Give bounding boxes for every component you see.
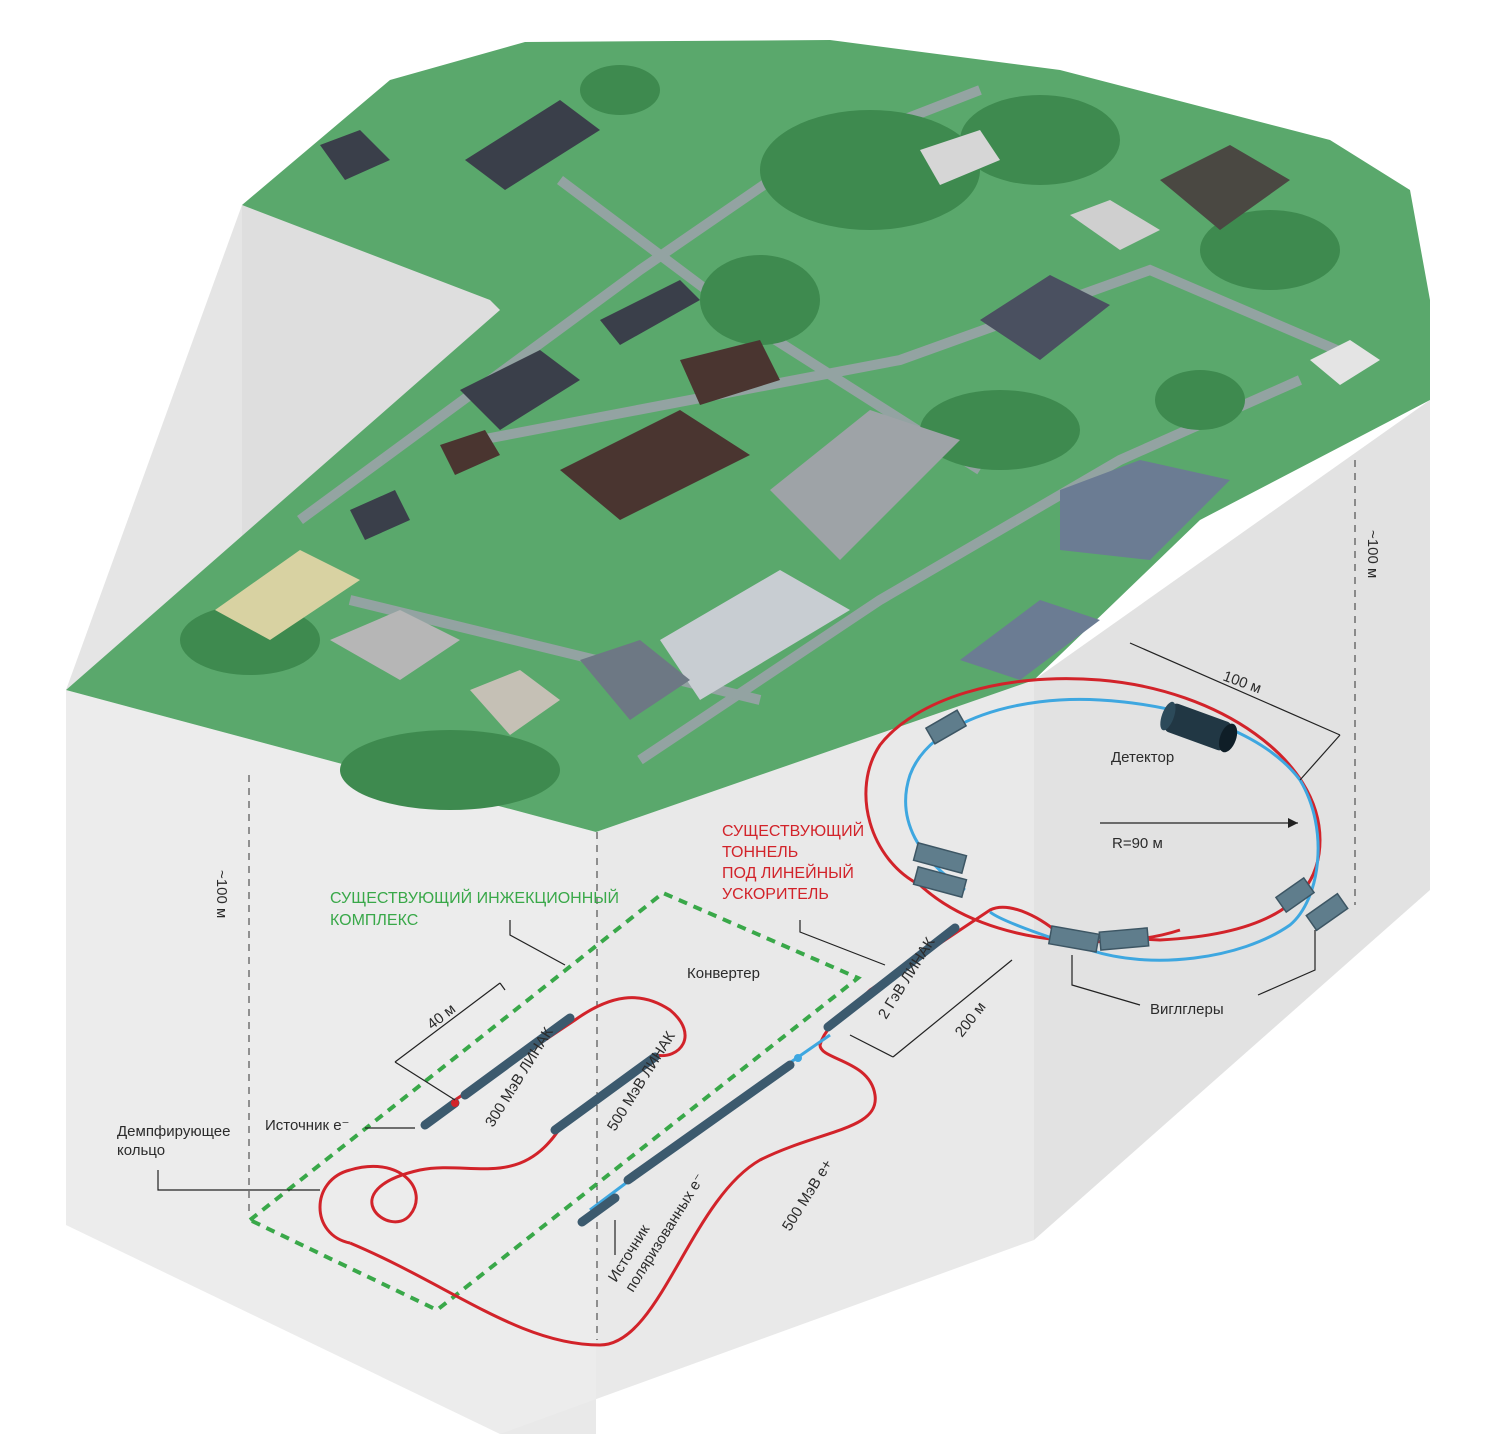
detector-cylinder-icon [1160, 701, 1238, 753]
ring-blue [904, 697, 1320, 962]
tree-icon [700, 255, 820, 345]
injection-complex-boundary [246, 890, 862, 1313]
wiggler-magnet-icon [924, 709, 968, 745]
tree-icon [580, 65, 660, 115]
buildings [320, 100, 1380, 735]
positron-pipe [623, 1060, 795, 1185]
wiggler-magnet-icon [1047, 925, 1101, 953]
wiggler-magnet-icon [912, 841, 968, 875]
building-icon [1070, 200, 1160, 250]
wigglers [912, 709, 1349, 953]
depth-guides [248, 460, 1356, 1340]
depth-left-label: ~100 м [213, 870, 230, 918]
tree-icon [340, 730, 560, 810]
building-icon [460, 350, 580, 430]
linacs [420, 923, 960, 1227]
polarized-feed-blue [589, 1178, 631, 1212]
tree-icon [1200, 210, 1340, 290]
damping-ring-loop [318, 1127, 562, 1245]
building-icon [350, 490, 410, 540]
tree-icon [960, 95, 1120, 185]
building-icon [660, 570, 850, 700]
building-icon [330, 610, 460, 680]
existing-tunnel-label-4: УСКОРИТЕЛЬ [722, 886, 829, 903]
linac-return-loop [454, 996, 687, 1102]
existing-injection-complex-label-2: КОМПЛЕКС [330, 912, 418, 929]
source-e-label: Источник e⁻ [265, 1117, 349, 1134]
ground-left-face [66, 690, 596, 1434]
wigglers-label: Виглглеры [1150, 1001, 1224, 1018]
ground-side-left [66, 205, 242, 690]
ground-block [66, 205, 1430, 1434]
linac-300-pipe [460, 1013, 575, 1100]
main-transfer-line [349, 677, 1322, 1347]
sports-field [215, 550, 360, 640]
wiggler-magnet-icon [1305, 892, 1349, 932]
building-icon [770, 410, 960, 560]
ground-right-face [1034, 400, 1430, 1240]
building-icon [580, 640, 690, 720]
building-icon [1310, 340, 1380, 385]
converter-label: Конвертер [687, 965, 760, 982]
existing-tunnel-label-2: ТОННЕЛЬ [722, 844, 798, 861]
linac-2gev-pipe [823, 923, 960, 1032]
damping-ring-label-2: кольцо [117, 1142, 165, 1159]
polarized-source-pipe [577, 1193, 620, 1227]
existing-tunnel-label-1: СУЩЕСТВУЮЩИЙ [722, 821, 864, 840]
dimensions [157, 642, 1341, 1255]
building-icon [980, 275, 1110, 360]
building-icon [1160, 145, 1290, 230]
building-icon [470, 670, 560, 735]
tree-icon [1155, 370, 1245, 430]
building-icon [1060, 460, 1230, 560]
wiggler-magnet-icon [1274, 876, 1316, 914]
depth-right-label: ~100 м [1364, 530, 1381, 578]
campus-terrain [66, 40, 1430, 832]
existing-tunnel-label-3: ПОД ЛИНЕЙНЫЙ [722, 863, 854, 882]
source-e-pipe [420, 1098, 460, 1130]
building-icon [465, 100, 600, 190]
damping-ring-label-1: Демпфирующее [117, 1123, 230, 1140]
tree-icon [760, 110, 980, 230]
building-icon [680, 340, 780, 405]
forests [180, 65, 1340, 810]
existing-injection-complex-label-1: СУЩЕСТВУЮЩИЙ ИНЖЕКЦИОННЫЙ [330, 888, 619, 907]
tree-icon [920, 390, 1080, 470]
ground-front-face [500, 680, 1034, 1434]
building-icon [920, 130, 1000, 185]
wiggler-magnet-icon [912, 865, 968, 899]
transfer-lines [318, 677, 1322, 1347]
building-icon [560, 410, 750, 520]
building-icon [960, 600, 1100, 680]
building-icon [600, 280, 700, 345]
detector-label: Детектор [1111, 749, 1174, 766]
building-icon [320, 130, 390, 180]
linac-500-pipe [550, 1052, 660, 1135]
radius-label: R=90 м [1112, 835, 1163, 852]
wiggler-magnet-icon [1098, 927, 1150, 951]
building-icon [440, 430, 500, 475]
